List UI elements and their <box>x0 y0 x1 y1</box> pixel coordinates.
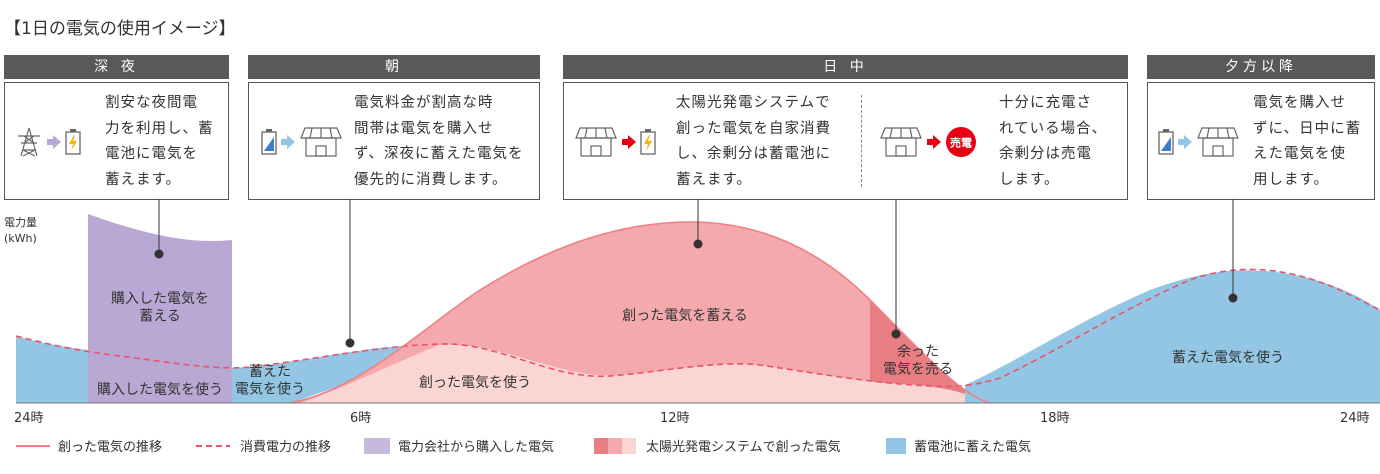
x-tick-label: 24時 <box>1340 411 1370 426</box>
legend-label: 創った電気の推移 <box>58 439 162 455</box>
period-box-daytime: 太陽光発電システムで 創った電気を自家消費 し、余剰分は蓄電池に 蓄えます。 売… <box>563 82 1128 200</box>
period-description-left: 太陽光発電システムで 創った電気を自家消費 し、余剰分は蓄電池に 蓄えます。 <box>676 95 831 188</box>
solar-house-icon <box>879 126 923 158</box>
period-header-morning: 朝 <box>248 55 540 79</box>
house-icon <box>1196 126 1240 158</box>
arrow-right-icon <box>47 135 61 149</box>
label-stored-morning: 蓄えた電気を使う <box>235 364 305 398</box>
arrow-right-icon <box>622 135 636 149</box>
legend-swatch-purchased <box>364 438 390 454</box>
period-box-late-night: 割安な夜間電 力を利用し、蓄 電池に電気を 蓄えます。 <box>4 82 229 200</box>
legend-swatch-stored <box>886 438 906 454</box>
page-title: 【1日の電気の使用イメージ】 <box>4 19 236 39</box>
period-header-late-night: 深 夜 <box>4 55 229 79</box>
x-tick-label: 6時 <box>350 411 371 426</box>
period-header-evening: 夕方以降 <box>1147 55 1375 79</box>
y-axis-label-line2: (kWh) <box>4 232 37 245</box>
x-tick-label: 12時 <box>660 411 690 426</box>
battery-icon <box>261 129 277 155</box>
area-surplus-sell <box>870 300 990 403</box>
legend: 創った電気の推移 消費電力の推移 電力会社から購入した電気 太陽光発電システムで… <box>16 438 1031 455</box>
period-header-daytime: 日 中 <box>563 55 1128 79</box>
icon-group <box>574 126 656 158</box>
area-stored-night <box>16 336 88 403</box>
label-purchased-store-1: 購入した電気を蓄える <box>111 291 209 325</box>
period-morning: 朝 電気料金が割高な時 間帯は電気を購入せ ず、深夜に蓄えた電気を 優先的に消費… <box>248 55 540 200</box>
period-daytime: 日 中 太陽光発電システムで 創った電気を自家消費 し、余剰分は蓄電池に 蓄えま… <box>563 55 1128 200</box>
legend-label: 電力会社から購入した電気 <box>398 439 554 455</box>
period-late-night: 深 夜 割安な夜間電 力を利用し、蓄 電池に電気を 蓄えます。 <box>4 55 229 200</box>
x-tick-label: 18時 <box>1040 411 1070 426</box>
divider <box>861 95 862 187</box>
legend-swatch-generated-2 <box>608 438 622 454</box>
period-description: 電気を購入せ ずに、日中に蓄 えた電気を使 用します。 <box>1253 95 1362 188</box>
area-generated-use <box>300 344 990 403</box>
icon-group <box>15 126 81 158</box>
period-evening: 夕方以降 電気を購入せ ずに、日中に蓄 えた電気を使 用します。 <box>1147 55 1375 200</box>
period-description-right: 十分に充電さ れている場合、 余剰分は売電 します。 <box>999 95 1108 188</box>
solar-house-icon <box>574 126 618 158</box>
label-purchased-use: 購入した電気を使う <box>97 381 223 398</box>
legend-swatch-generated-1 <box>594 438 608 454</box>
area-stored-evening <box>965 270 1380 403</box>
icon-group <box>261 126 343 158</box>
legend-label: 蓄電池に蓄えた電気 <box>914 439 1031 455</box>
area-purchased-store <box>88 214 232 403</box>
label-generated-store: 創った電気を蓄える <box>622 308 748 324</box>
battery-charging-icon <box>640 129 656 155</box>
battery-charging-icon <box>65 129 81 155</box>
sell-badge-icon: 売電 <box>945 126 977 158</box>
leader-lines <box>154 199 1238 348</box>
label-stored-evening: 蓄えた電気を使う <box>1172 349 1284 366</box>
generation-line <box>289 221 991 404</box>
x-tick-label: 24時 <box>14 411 44 426</box>
label-surplus-sell: 余った電気を売る <box>883 343 953 378</box>
house-icon <box>299 126 343 158</box>
legend-label: 消費電力の推移 <box>240 440 331 455</box>
legend-swatch-generated-3 <box>622 438 636 454</box>
battery-icon <box>1158 129 1174 155</box>
power-tower-icon <box>15 126 43 158</box>
legend-label: 太陽光発電システムで創った電気 <box>646 439 841 455</box>
arrow-right-icon <box>927 135 941 149</box>
y-axis-label-line1: 電力量 <box>4 216 37 229</box>
period-box-evening: 電気を購入せ ずに、日中に蓄 えた電気を使 用します。 <box>1147 82 1375 200</box>
sell-badge-label: 売電 <box>950 136 972 150</box>
icon-group <box>1158 126 1240 158</box>
consumption-line <box>15 268 1380 388</box>
label-generated-use: 創った電気を使う <box>419 374 531 391</box>
period-box-morning: 電気料金が割高な時 間帯は電気を購入せ ず、深夜に蓄えた電気を 優先的に消費しま… <box>248 82 540 200</box>
period-description: 電気料金が割高な時 間帯は電気を購入せ ず、深夜に蓄えた電気を 優先的に消費しま… <box>354 95 524 188</box>
icon-group: 売電 <box>879 126 977 158</box>
arrow-right-icon <box>1178 135 1192 149</box>
arrow-right-icon <box>281 135 295 149</box>
period-description: 割安な夜間電 力を利用し、蓄 電池に電気を 蓄えます。 <box>105 95 214 188</box>
